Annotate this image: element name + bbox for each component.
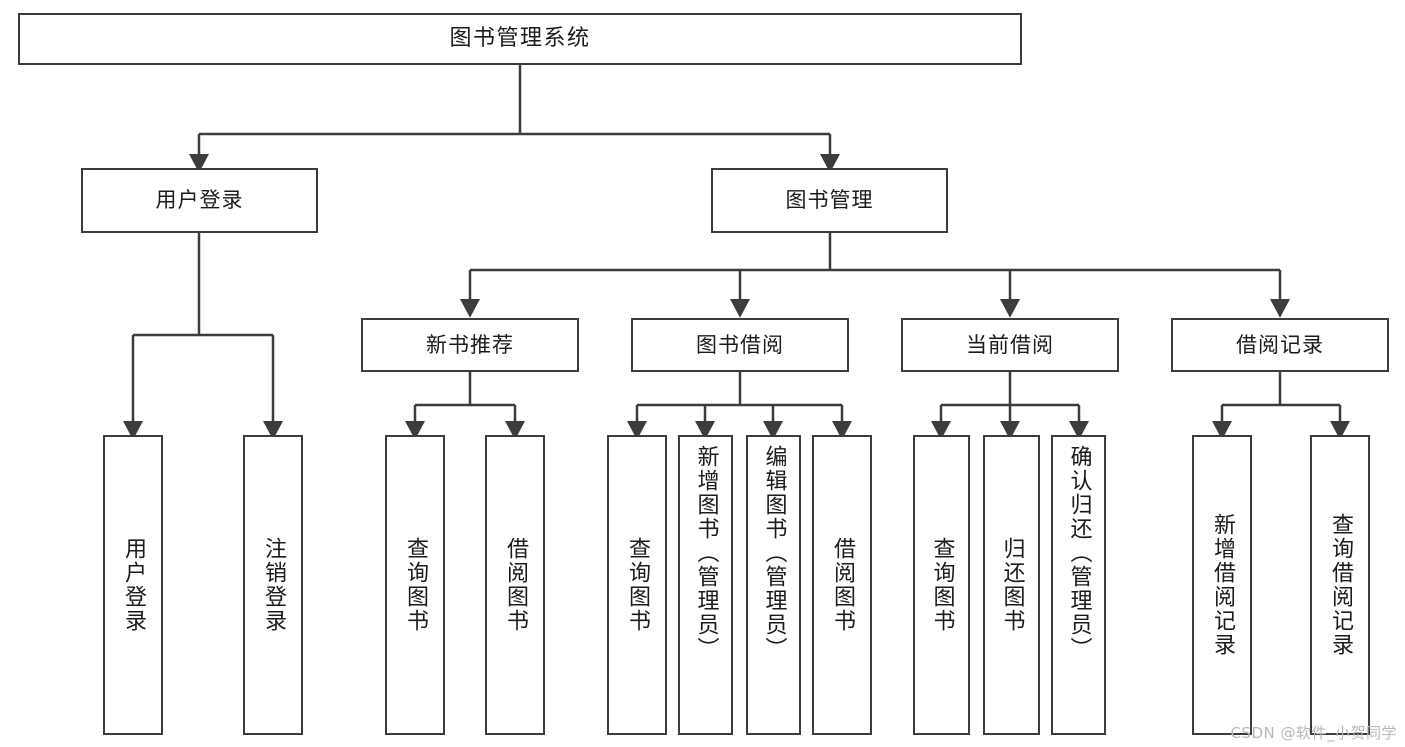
node-label: 借阅图书 xyxy=(503,537,528,633)
leaf-query-book-current[interactable]: 查询图书 xyxy=(913,435,970,735)
node-label: 查询图书 xyxy=(929,537,955,633)
node-label: 查询借阅记录 xyxy=(1328,513,1353,657)
node-root-book-management-system[interactable]: 图书管理系统 xyxy=(18,13,1022,65)
leaf-confirm-return-admin[interactable]: 确认归还（管理员） xyxy=(1051,435,1106,735)
leaf-borrow-book[interactable]: 借阅图书 xyxy=(812,435,872,735)
node-label: 归还图书 xyxy=(999,537,1025,633)
node-label: 借阅图书 xyxy=(830,537,855,633)
node-label: 用户登录 xyxy=(121,537,146,633)
node-label: 图书管理 xyxy=(785,188,874,213)
leaf-return-book[interactable]: 归还图书 xyxy=(983,435,1040,735)
leaf-user-login[interactable]: 用户登录 xyxy=(103,435,163,735)
node-label: 当前借阅 xyxy=(966,332,1054,357)
leaf-add-borrow-record[interactable]: 新增借阅记录 xyxy=(1192,435,1252,735)
node-label: 编辑图书（管理员） xyxy=(761,445,787,661)
node-label: 查询图书 xyxy=(625,537,650,633)
leaf-query-book-recommend[interactable]: 查询图书 xyxy=(385,435,445,735)
node-label: 查询图书 xyxy=(403,537,428,633)
node-new-book-recommend[interactable]: 新书推荐 xyxy=(361,318,579,372)
leaf-query-borrow-record[interactable]: 查询借阅记录 xyxy=(1310,435,1370,735)
node-label: 新增借阅记录 xyxy=(1210,513,1235,657)
node-book-borrow[interactable]: 图书借阅 xyxy=(631,318,849,372)
leaf-logout-login[interactable]: 注销登录 xyxy=(243,435,303,735)
leaf-edit-book-admin[interactable]: 编辑图书（管理员） xyxy=(746,435,801,735)
node-label: 注销登录 xyxy=(261,537,286,633)
node-book-management[interactable]: 图书管理 xyxy=(711,168,948,233)
node-label: 图书借阅 xyxy=(696,332,784,357)
leaf-add-book-admin[interactable]: 新增图书（管理员） xyxy=(678,435,733,735)
leaf-borrow-book-recommend[interactable]: 借阅图书 xyxy=(485,435,545,735)
node-label: 借阅记录 xyxy=(1236,332,1324,357)
node-label: 新增图书（管理员） xyxy=(693,445,719,661)
node-label: 图书管理系统 xyxy=(449,26,591,52)
node-current-borrow[interactable]: 当前借阅 xyxy=(901,318,1119,372)
leaf-query-book-borrow[interactable]: 查询图书 xyxy=(607,435,667,735)
node-borrow-record[interactable]: 借阅记录 xyxy=(1171,318,1389,372)
node-user-login[interactable]: 用户登录 xyxy=(81,168,318,233)
node-label: 确认归还（管理员） xyxy=(1066,445,1092,661)
csdn-watermark: CSDN @软件_小贺同学 xyxy=(1230,724,1397,742)
node-label: 用户登录 xyxy=(155,188,244,213)
node-label: 新书推荐 xyxy=(426,332,514,357)
